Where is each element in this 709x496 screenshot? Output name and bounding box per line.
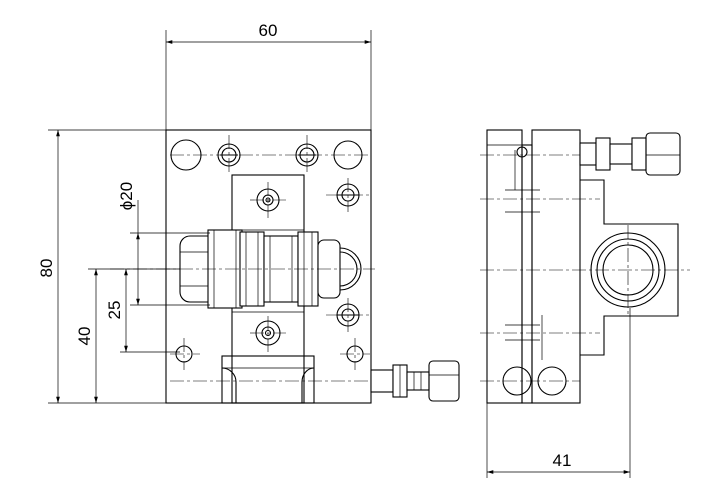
- dimension-width: 60: [166, 21, 371, 44]
- side-micrometer-knob: [579, 132, 681, 176]
- dimension-offset: 25: [105, 269, 128, 352]
- dimension-label-41: 41: [553, 451, 572, 470]
- dimension-diameter: ϕ20: [117, 182, 140, 305]
- dimension-center-height: 40: [75, 269, 98, 403]
- dimension-label-40: 40: [75, 327, 94, 346]
- micrometer-knob: [370, 360, 460, 402]
- dimension-label-80: 80: [37, 259, 56, 278]
- dimension-label-60: 60: [259, 21, 278, 40]
- dimension-label-25: 25: [105, 301, 124, 320]
- bottom-block: [221, 355, 315, 404]
- dimension-depth: 41: [487, 451, 630, 474]
- dimension-height: 80: [37, 130, 60, 403]
- lens-mount-bracket: [580, 179, 679, 356]
- front-view: [48, 30, 460, 404]
- side-view: [480, 129, 690, 478]
- side-plate-left: [486, 129, 523, 404]
- dimension-label-diameter: ϕ20: [117, 182, 136, 210]
- side-plate-right: [531, 129, 581, 404]
